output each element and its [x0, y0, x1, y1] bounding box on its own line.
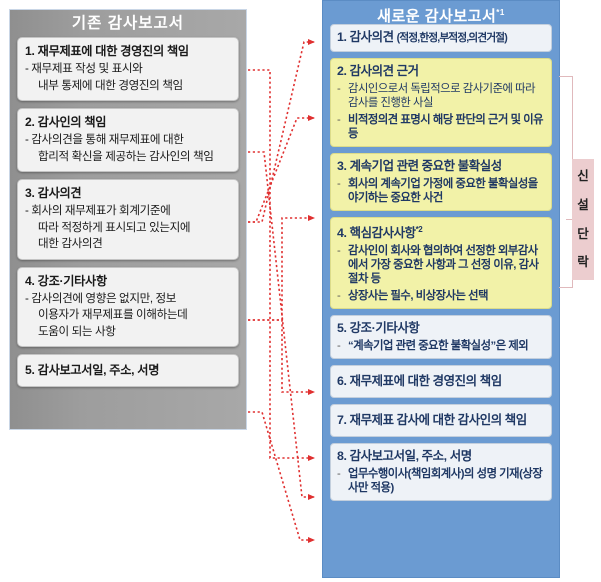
- new-item-3-bullet-1-text: 회사의 계속기업 가정에 중요한 불확실성을 야기하는 중요한 사건: [348, 178, 538, 204]
- legacy-item-1-line-1: - 재무제표 작성 및 표시와: [25, 62, 143, 75]
- new-item-4-number: 4.: [337, 226, 347, 241]
- new-item-6-title: 6. 재무제표에 대한 경영진의 책임: [337, 373, 545, 389]
- connector-l4-to-r5: [248, 319, 315, 395]
- legacy-item-4-line-3: 도움이 되는 사항: [38, 324, 116, 338]
- new-item-2-bullet-2-text: 비적정의견 표명시 해당 판단의 근거 및 이유 등: [348, 114, 544, 140]
- new-paragraph-bracket-stub: [566, 219, 574, 220]
- new-item-3-number: 3.: [337, 159, 347, 173]
- new-item-2-bullet-1-text: 감시인으로서 독립적으로 감사기준에 따라 감사를 진행한 사실: [348, 83, 536, 109]
- new-panel-title: 새로운 감사보고서*1: [330, 1, 552, 25]
- legacy-item-2-line-1: - 감사의견을 통해 재무제표에 대한: [25, 133, 184, 146]
- new-item-8-bullet-1-text: 업무수행이사(책임회계사)의 성명 기재(상장사만 적용): [348, 468, 543, 495]
- new-audit-report-panel: 새로운 감사보고서*1 1. 감사의견 (적정,한정,부적정,의견거절) 2. …: [322, 0, 560, 578]
- new-paragraph-label-char-1: 신: [577, 169, 589, 184]
- new-item-5-number: 5.: [337, 321, 347, 336]
- new-item-4-bullet-2: - 상장사는 필수, 비상장사는 선택: [337, 289, 545, 303]
- legacy-item-2: 2. 감사인의 책임 - 감사의견을 통해 재무제표에 대한 합리적 확신을 제…: [17, 108, 239, 172]
- legacy-item-4-line-1: - 감사의견에 영향은 없지만, 정보: [25, 291, 177, 305]
- new-item-2: 2. 감사의견 근거 - 감시인으로서 독립적으로 감사기준에 따라 감사를 진…: [330, 58, 552, 147]
- legacy-item-3-title: 3. 감사의견: [25, 186, 82, 200]
- new-item-8-number: 8.: [337, 449, 347, 464]
- legacy-panel-title: 기존 감사보고서: [71, 15, 185, 32]
- legacy-item-5: 5. 감사보고서일, 주소, 서명: [17, 354, 239, 387]
- new-item-7-title: 7. 재무제표 감사에 대한 감사인의 책임: [337, 412, 545, 428]
- connector-l3-to-r1: [248, 39, 315, 223]
- new-item-8-title: 8. 감사보고서일, 주소, 서명: [337, 448, 545, 464]
- new-item-4-title: 4. 핵심감사사항*2: [337, 222, 545, 241]
- new-panel-title-text: 새로운 감사보고서: [377, 8, 497, 25]
- new-item-1-label: 감사의견: [349, 30, 394, 44]
- new-item-2-bullet-2: - 비적정의견 표명시 해당 판단의 근거 및 이유 등: [337, 113, 545, 141]
- dash-icon: -: [337, 245, 341, 258]
- legacy-item-5-title: 5. 감사보고서일, 주소, 서명: [25, 363, 160, 377]
- new-paragraph-label: 신 설 단 락: [572, 159, 594, 280]
- dash-icon: -: [337, 178, 341, 190]
- legacy-item-4-title: 4. 강조·기타사항: [25, 273, 107, 288]
- new-item-4-footnote: *2: [415, 225, 423, 234]
- new-panel-title-footnote: *1: [496, 8, 505, 17]
- new-item-6-number: 6.: [337, 374, 347, 389]
- new-item-2-bullet-1: - 감시인으로서 독립적으로 감사기준에 따라 감사를 진행한 사실: [337, 82, 545, 110]
- new-item-5-bullet-1-text: “계속기업 관련 중요한 불확실성”은 제외: [348, 340, 529, 353]
- new-item-3-bullet-1: - 회사의 계속기업 가정에 중요한 불확실성을 야기하는 중요한 사건: [337, 177, 545, 205]
- new-item-3-title: 3. 계속기업 관련 중요한 불확실성: [337, 158, 545, 174]
- dash-icon: -: [337, 114, 341, 126]
- new-item-7: 7. 재무제표 감사에 대한 감사인의 책임: [330, 404, 552, 438]
- new-paragraph-bracket: [559, 76, 573, 288]
- dash-icon: -: [337, 468, 341, 481]
- new-item-1: 1. 감사의견 (적정,한정,부적정,의견거절): [330, 24, 552, 52]
- legacy-item-1-title: 1. 재무제표에 대한 경영진의 책임: [25, 44, 189, 58]
- new-item-8-label: 감사보고서일, 주소, 서명: [349, 449, 473, 464]
- new-item-6-label: 재무제표에 대한 경영진의 책임: [349, 374, 503, 389]
- new-item-4: 4. 핵심감사사항*2 - 감사인이 회사와 협의하여 선정한 외부감사에서 가…: [330, 217, 552, 310]
- connector-l2-to-r7: [248, 151, 315, 500]
- new-item-1-detail: (적정,한정,부적정,의견거절): [396, 32, 508, 44]
- dash-icon: -: [337, 340, 341, 353]
- new-item-4-bullet-2-text: 상장사는 필수, 비상장사는 선택: [348, 290, 489, 303]
- legacy-item-3-line-3: 대한 감사의견: [38, 237, 103, 250]
- new-item-3: 3. 계속기업 관련 중요한 불확실성 - 회사의 계속기업 가정에 중요한 불…: [330, 153, 552, 211]
- new-item-8: 8. 감사보고서일, 주소, 서명 - 업무수행이사(책임회계사)의 성명 기재…: [330, 443, 552, 502]
- legacy-item-1: 1. 재무제표에 대한 경영진의 책임 - 재무제표 작성 및 표시와 내부 통…: [17, 37, 239, 101]
- legacy-item-3: 3. 감사의견 - 회사의 재무제표가 회계기준에 따라 적정하게 표시되고 있…: [17, 179, 239, 260]
- new-item-2-title: 2. 감사의견 근거: [337, 63, 545, 79]
- connector-l4-to-r3: [248, 215, 315, 321]
- new-item-5: 5. 강조·기타사항 - “계속기업 관련 중요한 불확실성”은 제외: [330, 315, 552, 360]
- new-item-8-bullet-1: - 업무수행이사(책임회계사)의 성명 기재(상장사만 적용): [337, 467, 545, 495]
- new-paragraph-label-char-3: 단: [577, 226, 589, 241]
- new-item-7-number: 7.: [337, 413, 347, 428]
- connector-l1-to-r6: [248, 69, 315, 461]
- new-item-3-label: 계속기업 관련 중요한 불확실성: [349, 159, 503, 173]
- new-item-1-number: 1.: [337, 30, 347, 44]
- legacy-item-4: 4. 강조·기타사항 - 감사의견에 영향은 없지만, 정보 이용자가 재무제표…: [17, 266, 239, 347]
- connector-l3-to-r2: [248, 115, 315, 223]
- legacy-item-1-line-2: 내부 통제에 대한 경영진의 책임: [38, 78, 183, 92]
- new-item-7-label: 재무제표 감사에 대한 감사인의 책임: [349, 413, 528, 428]
- legacy-item-3-line-1: - 회사의 재무제표가 회계기준에: [25, 204, 171, 217]
- dash-icon: -: [337, 290, 341, 303]
- new-item-4-label: 핵심감사사항: [349, 226, 416, 241]
- new-item-4-bullet-1: - 감사인이 회사와 협의하여 선정한 외부감사에서 가장 중요한 사항과 그 …: [337, 244, 545, 286]
- legacy-item-2-title: 2. 감사인의 책임: [25, 115, 107, 129]
- new-item-1-title: 1. 감사의견 (적정,한정,부적정,의견거절): [337, 29, 545, 46]
- legacy-item-4-line-2: 이용자가 재무제표를 이해하는데: [38, 308, 188, 321]
- connector-l5-to-r8: [248, 411, 315, 543]
- legacy-item-3-line-2: 따라 적정하게 표시되고 있는지에: [38, 220, 191, 234]
- new-paragraph-label-char-4: 락: [577, 255, 589, 270]
- new-item-2-number: 2.: [337, 64, 347, 78]
- new-item-6: 6. 재무제표에 대한 경영진의 책임: [330, 365, 552, 399]
- new-paragraph-label-char-2: 설: [577, 197, 589, 212]
- new-item-5-title: 5. 강조·기타사항: [337, 320, 545, 336]
- new-item-5-bullet-1: - “계속기업 관련 중요한 불확실성”은 제외: [337, 339, 545, 353]
- new-item-4-bullet-1-text: 감사인이 회사와 협의하여 선정한 외부감사에서 가장 중요한 사항과 그 선정…: [348, 245, 539, 286]
- dash-icon: -: [337, 83, 341, 95]
- legacy-audit-report-panel: 기존 감사보고서 1. 재무제표에 대한 경영진의 책임 - 재무제표 작성 및…: [9, 9, 247, 430]
- new-item-2-label: 감사의견 근거: [349, 64, 419, 78]
- new-item-5-label: 강조·기타사항: [349, 321, 420, 336]
- legacy-item-2-line-2: 합리적 확신을 제공하는 감사인의 책임: [38, 149, 214, 163]
